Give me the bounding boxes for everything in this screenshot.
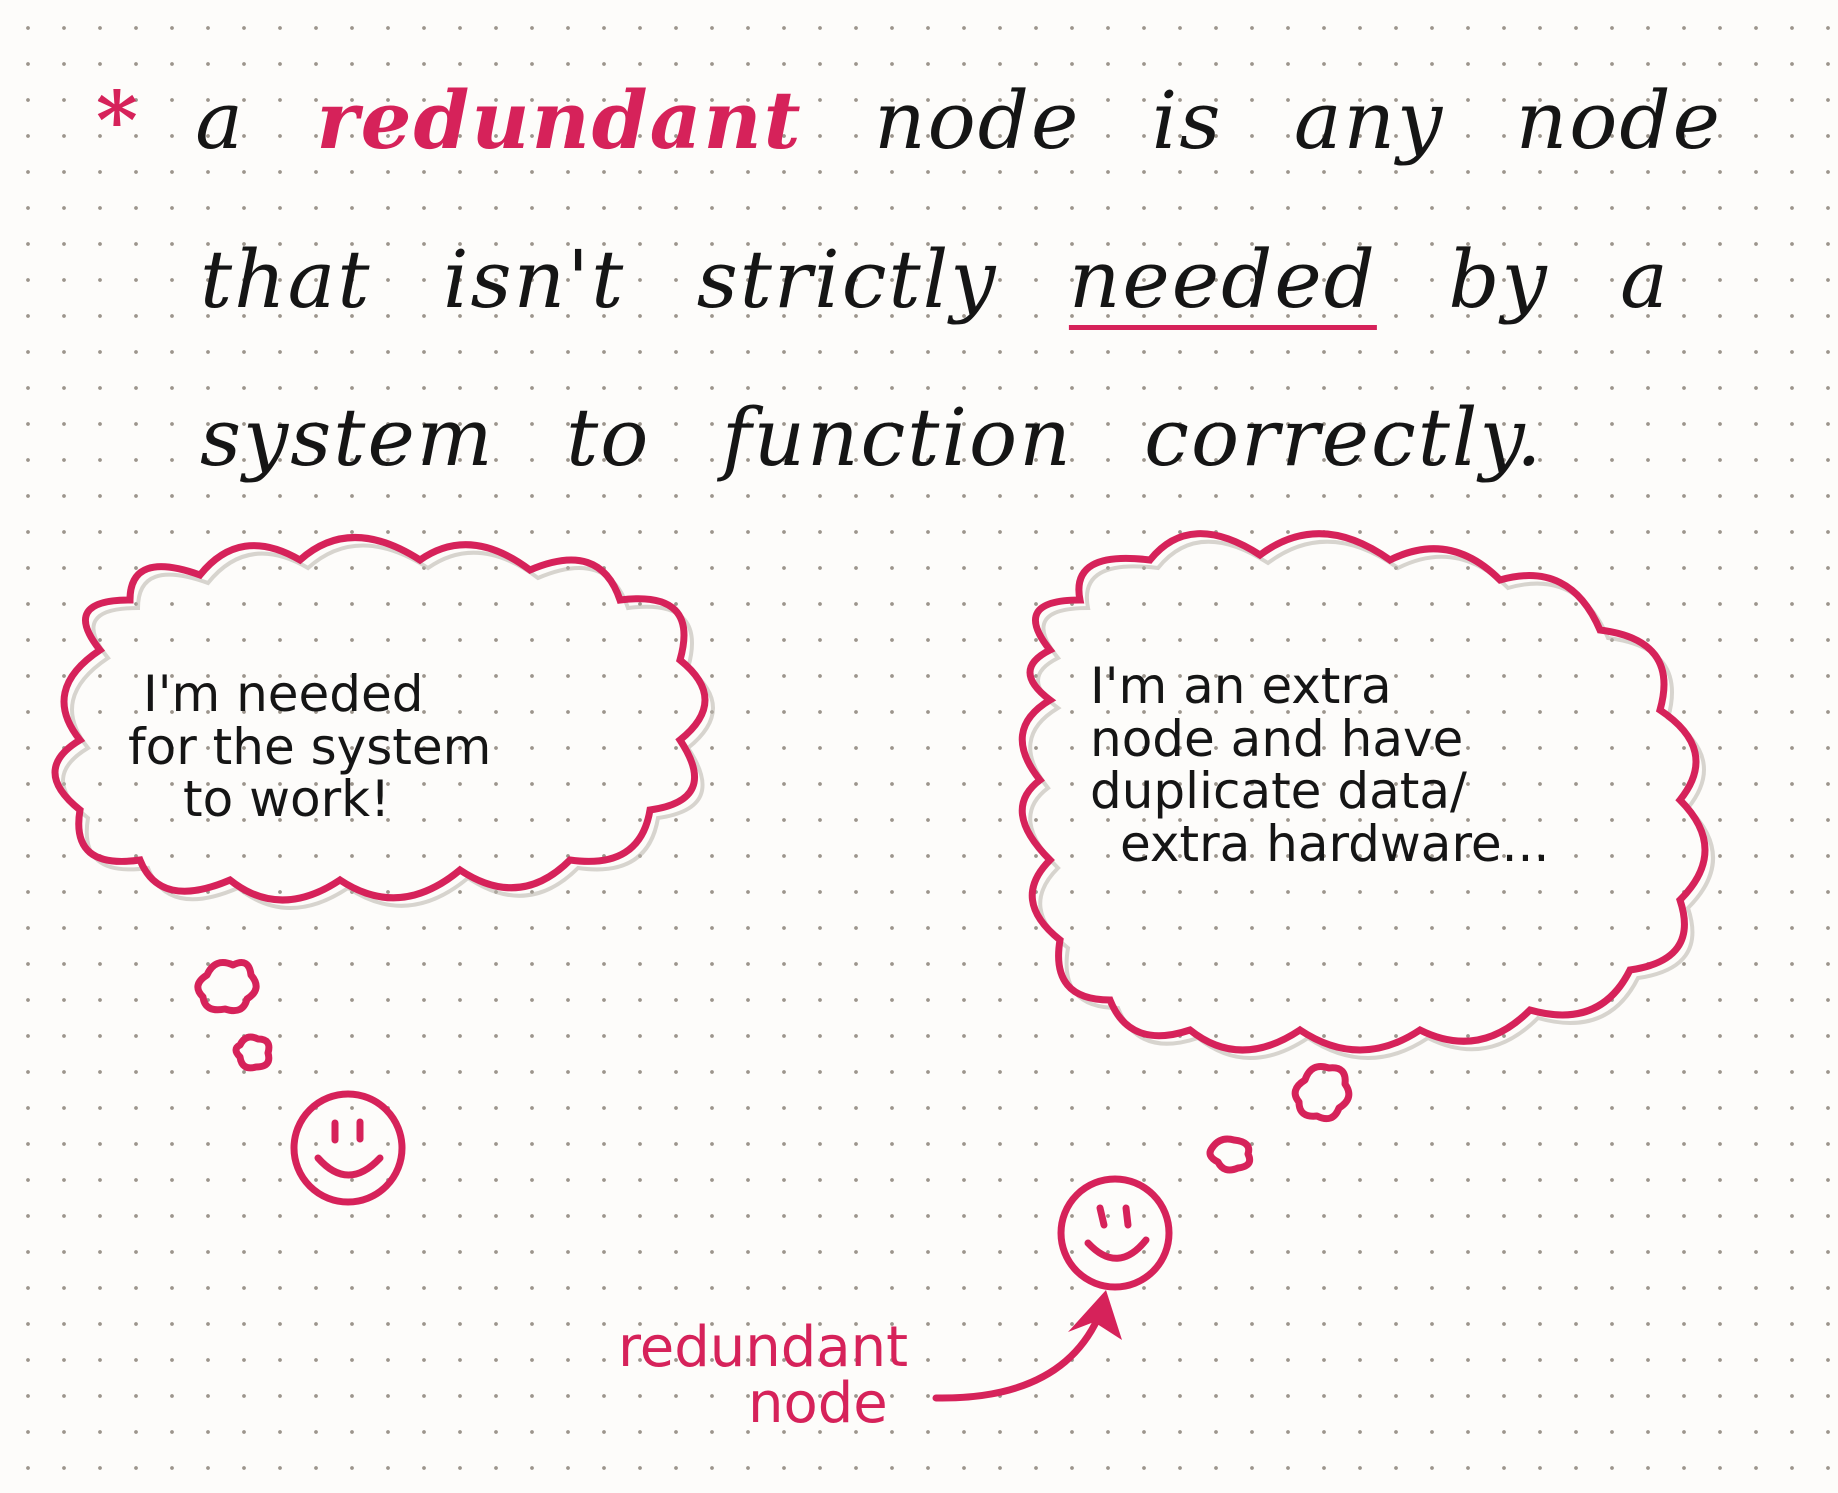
word-node-2: node <box>1515 74 1722 167</box>
word-isnt: isn't <box>442 233 626 326</box>
asterisk-bullet: * <box>96 73 140 167</box>
word-redundant: redundant <box>316 73 803 167</box>
word-to: to <box>566 391 651 484</box>
left-bubble-text: I'm needed for the system to work! <box>128 668 491 826</box>
left-smiley-face <box>290 1090 406 1206</box>
right-bubble-line-2: node and have <box>1090 709 1464 768</box>
right-bubble-line-4: extra hardware... <box>1120 814 1550 873</box>
left-thought-cloud <box>51 534 715 910</box>
redundant-label-line-1: redundant <box>618 1315 909 1380</box>
left-bubble-line-1: I'm needed <box>143 665 424 723</box>
right-smiley-face <box>1057 1175 1173 1291</box>
right-bubble-text: I'm an extra node and have duplicate dat… <box>1090 660 1549 870</box>
word-function: function <box>721 391 1073 484</box>
redundant-node-label: redundant node <box>618 1320 908 1432</box>
right-bubble-line-1: I'm an extra <box>1090 657 1392 715</box>
word-a-2: a <box>1620 233 1670 326</box>
word-system: system <box>200 391 495 484</box>
word-needed: needed <box>1068 233 1377 326</box>
word-any: any <box>1293 74 1445 167</box>
word-by: by <box>1448 233 1549 326</box>
left-thought-trail <box>194 959 273 1072</box>
definition-line-1: * a redundant node is any node <box>96 80 1722 161</box>
left-bubble-line-3: to work! <box>183 770 391 828</box>
definition-line-2: that isn't strictly needed by a <box>200 240 1670 320</box>
right-thought-cloud <box>1018 530 1715 1060</box>
right-bubble-line-3: duplicate data/ <box>1090 762 1467 820</box>
word-is: is <box>1151 74 1223 167</box>
word-a: a <box>195 74 245 167</box>
left-bubble-line-2: for the system <box>128 717 492 776</box>
redundant-label-line-2: node <box>748 1371 888 1436</box>
word-that: that <box>200 233 372 326</box>
word-correctly: correctly. <box>1144 391 1544 484</box>
definition-line-3: system to function correctly. <box>200 398 1544 478</box>
word-strictly: strictly <box>696 233 998 326</box>
word-node: node <box>874 74 1081 167</box>
redundant-arrow <box>932 1290 1122 1402</box>
right-thought-trail <box>1206 1063 1353 1174</box>
